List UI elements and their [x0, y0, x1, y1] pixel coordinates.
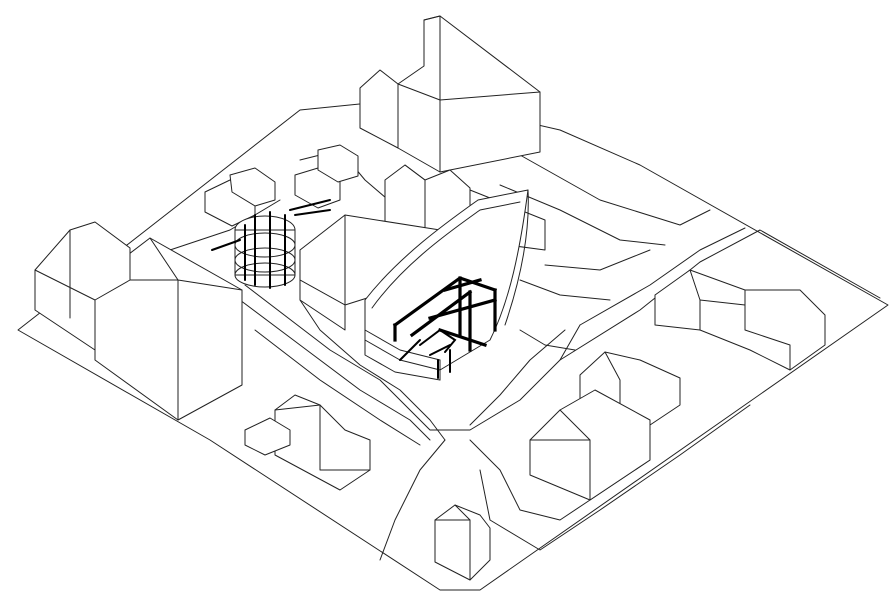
building-west-large — [94, 237, 243, 421]
building-south — [434, 504, 491, 581]
main-building — [299, 189, 529, 381]
street-network — [169, 149, 881, 561]
structural-frame — [392, 276, 498, 379]
building-east-row — [654, 269, 826, 371]
building-cluster-northwest — [204, 144, 359, 227]
building-south-west — [244, 394, 371, 491]
building-north — [359, 15, 541, 173]
spiral-tower — [211, 199, 331, 289]
building-southeast — [529, 351, 681, 501]
building-west-small — [34, 221, 131, 351]
